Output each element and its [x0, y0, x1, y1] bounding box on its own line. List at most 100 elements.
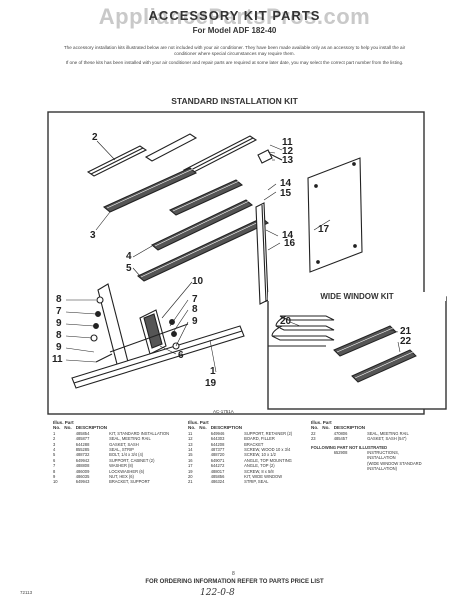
illus-number: 16 — [188, 457, 193, 463]
top-angle-edge — [261, 204, 267, 303]
part-description: BRACKET — [244, 441, 264, 447]
callout-9-left-b: 9 — [56, 342, 62, 353]
illus-number: 21 — [188, 479, 193, 485]
col-description: DESCRIPTION — [210, 425, 243, 431]
callout-21: 20 — [280, 316, 292, 327]
figure-label: AC-1751A — [213, 409, 234, 414]
part-description: LOCKWASHER (6) — [109, 468, 145, 474]
nut-part — [169, 319, 175, 325]
callout-14: 13 — [282, 155, 294, 166]
callout-12: 11 — [282, 137, 293, 148]
illus-number — [310, 450, 333, 472]
callout-7-left: 7 — [56, 306, 62, 317]
callout-3: 3 — [90, 230, 96, 241]
part-description: SUPPORT, RETAINER (2) — [244, 430, 293, 436]
part-description: SCREW, WOOD 10 x 3/4 — [244, 447, 291, 453]
not-illustrated-row: 652908 INSTRUCTIONS, INSTALLATION (WIDE … — [310, 450, 423, 472]
callout-10: 11 — [52, 354, 63, 365]
intro-paragraph-2: If one of these kits has been installed … — [65, 60, 404, 66]
illus-number: 22 — [311, 430, 316, 436]
part-description: ANGLE, TOP MOUNTING — [244, 457, 292, 463]
part-number: 488017 — [210, 468, 225, 474]
screw-hole — [352, 162, 356, 166]
part-description: STRIP, SEAL — [244, 479, 269, 485]
illus-number: 8 — [53, 468, 56, 474]
bolt-part — [95, 353, 113, 363]
col-no: No. No. — [188, 425, 207, 431]
illus-number: 2 — [53, 436, 56, 442]
part-number: 644272 — [210, 463, 225, 469]
illus-number: 5 — [53, 452, 56, 458]
bracket-support-edge — [73, 330, 243, 384]
col-description: DESCRIPTION — [333, 425, 366, 431]
page-number: 8 — [232, 571, 235, 577]
cabinet-support-part — [97, 283, 129, 369]
part-number: 470806 — [333, 430, 348, 436]
illus-number: 13 — [188, 441, 193, 447]
meeting-rail-seal-part — [102, 167, 198, 213]
illus-number: 14 — [188, 447, 193, 453]
table-row: 4 855285 SEAL, STRIP — [52, 447, 170, 452]
col-no: No. No. — [53, 425, 72, 431]
part-description: SEAL, STRIP — [109, 447, 134, 453]
not-illustrated-title: FOLLOWING PART NOT ILLUSTRATED — [311, 444, 388, 450]
callout-8-left-b: 8 — [56, 330, 62, 341]
table-row: 21 486324 STRIP, SEAL — [187, 479, 293, 484]
seal-strip-coil-bend — [271, 315, 287, 337]
part-number: 486324 — [210, 479, 225, 485]
support-rod — [109, 323, 189, 353]
part-number: 486009 — [75, 468, 90, 474]
callout-13: 12 — [282, 146, 294, 157]
callout-22: 21 — [400, 326, 412, 337]
seal-strip-lower-edge — [140, 218, 266, 278]
part-description: KIT, WIDE WINDOW — [244, 474, 283, 480]
part-number: 486035 — [75, 474, 90, 480]
bracket-part — [257, 149, 273, 164]
callout-11: 10 — [192, 276, 204, 287]
callout-15: 14 — [280, 178, 292, 189]
part-number: 649942 — [75, 457, 90, 463]
callout-2: 2 — [92, 132, 98, 143]
table-row: 8 486009 LOCKWASHER (6) — [52, 469, 170, 474]
seal-strip-lower — [136, 217, 270, 282]
table-row: 9 486035 NUT, HEX (6) — [52, 474, 170, 479]
part-description: SUPPORT, CABINET (2) — [109, 457, 155, 463]
illus-number: 4 — [53, 447, 56, 453]
callout-6: 6 — [178, 350, 184, 361]
part-description: SEAL, MEETING RAIL — [109, 436, 151, 442]
illus-number: 17 — [188, 463, 193, 469]
model-subtitle: For Model ADF 182-40 — [192, 26, 277, 35]
wide-window-inset — [267, 296, 447, 410]
filler-board-part — [307, 157, 363, 273]
col-illus: Illus. Part — [311, 420, 332, 425]
part-number: 649946 — [210, 430, 225, 436]
illus-number: 20 — [188, 474, 193, 480]
meeting-rail-seal-edge — [106, 168, 194, 209]
illus-number: 12 — [188, 436, 193, 442]
part-number: 855285 — [75, 447, 90, 453]
part-number: 649943 — [75, 479, 90, 485]
col-illus: Illus. Part — [188, 420, 209, 425]
illus-number: 9 — [53, 474, 56, 480]
callout-1: 1 — [210, 366, 216, 377]
part-description: NUT, HEX (6) — [109, 474, 134, 480]
part-description: SCREW, 10 x 1/2 — [244, 452, 276, 458]
seal-strip-lower — [150, 199, 254, 251]
table-header: Illus. Part — [310, 420, 423, 425]
callout-7: 7 — [192, 294, 198, 305]
standard-kit-title: STANDARD INSTALLATION KIT — [171, 96, 298, 106]
part-number: 488732 — [75, 452, 90, 458]
